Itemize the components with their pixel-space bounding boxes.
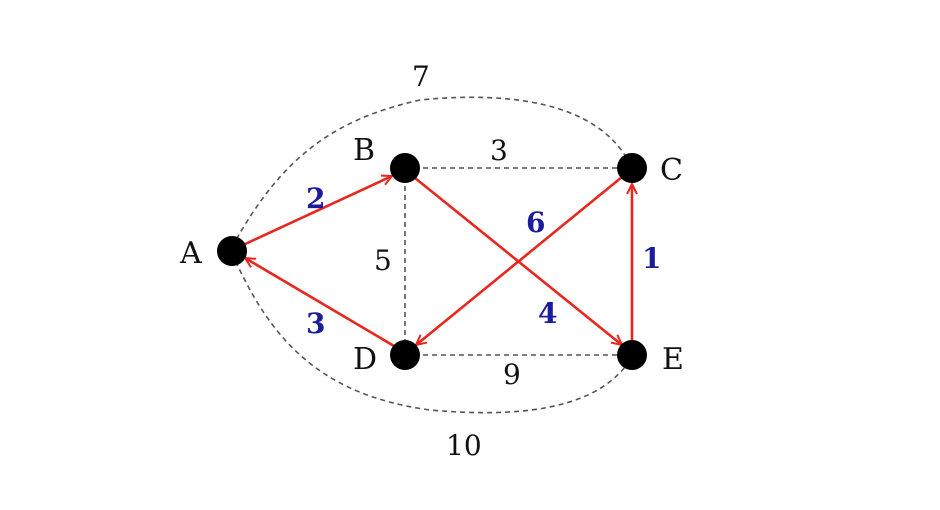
node-b-label: B bbox=[353, 133, 375, 168]
weight-a-b: 2 bbox=[306, 182, 325, 215]
node-c-label: C bbox=[660, 153, 683, 188]
weight-d-e: 9 bbox=[503, 358, 521, 391]
edge-a-e bbox=[231, 252, 633, 414]
edge-d-a bbox=[245, 258, 395, 348]
node-e bbox=[617, 340, 647, 370]
node-c bbox=[617, 153, 647, 183]
weight-e-c: 1 bbox=[642, 242, 661, 275]
edge-a-b bbox=[242, 176, 392, 247]
node-a bbox=[217, 236, 247, 266]
nodes bbox=[217, 153, 647, 370]
weight-a-e: 10 bbox=[446, 429, 482, 462]
node-e-label: E bbox=[662, 342, 684, 377]
dashed-edges bbox=[231, 96, 633, 414]
node-a-label: A bbox=[179, 236, 202, 271]
weight-b-e: 4 bbox=[538, 297, 557, 330]
tree-edges bbox=[242, 176, 632, 348]
weight-b-c: 3 bbox=[490, 134, 508, 167]
edge-b-e bbox=[414, 176, 622, 345]
node-d bbox=[390, 340, 420, 370]
weight-b-d: 5 bbox=[374, 244, 392, 277]
node-b bbox=[390, 153, 420, 183]
node-d-label: D bbox=[353, 342, 377, 377]
edge-a-c bbox=[231, 96, 633, 248]
weight-d-a: 3 bbox=[306, 307, 325, 340]
weight-a-c: 7 bbox=[412, 60, 430, 93]
weight-c-d: 6 bbox=[526, 206, 545, 239]
